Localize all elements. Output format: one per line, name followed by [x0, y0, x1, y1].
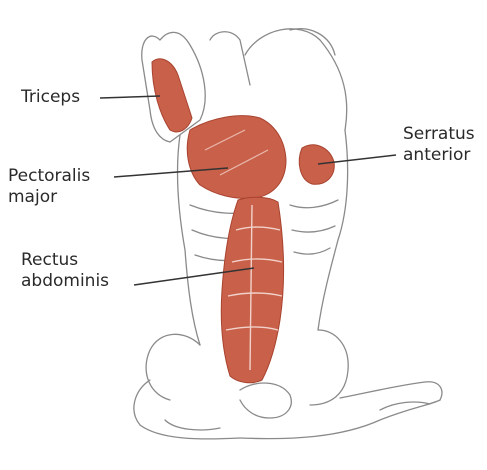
- label-serratus-anterior: Serratus anterior: [403, 124, 475, 166]
- label-rectus-abdominis: Rectus abdominis: [21, 250, 109, 292]
- label-serratus-line-2: anterior: [403, 145, 475, 166]
- label-serratus-line-1: Serratus: [403, 124, 475, 145]
- serratus-anterior-muscle: [299, 145, 334, 184]
- leader-triceps: [100, 96, 160, 98]
- label-pectoralis-line-2: major: [8, 187, 90, 208]
- label-triceps-line: Triceps: [21, 87, 80, 108]
- pectoralis-major-muscle: [187, 116, 286, 199]
- label-pectoralis-major: Pectoralis major: [8, 166, 90, 208]
- label-rectus-line-1: Rectus: [21, 250, 109, 271]
- label-pectoralis-line-1: Pectoralis: [8, 166, 90, 187]
- label-rectus-line-2: abdominis: [21, 271, 109, 292]
- label-triceps: Triceps: [21, 87, 80, 108]
